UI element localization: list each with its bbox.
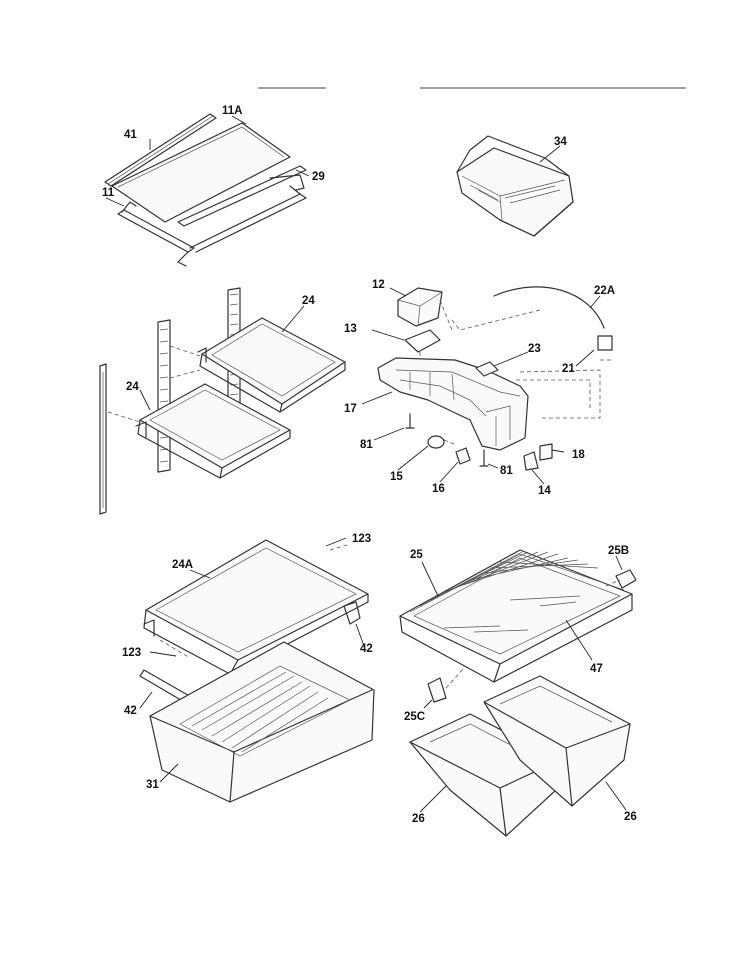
callout-11: 11 xyxy=(102,187,115,199)
adjustable-shelves xyxy=(99,287,346,515)
callout-16: 16 xyxy=(432,483,445,495)
leader-lines xyxy=(105,115,627,813)
crisper-cover-and-pan xyxy=(139,539,375,803)
callout-12: 12 xyxy=(372,279,385,291)
control-housing-assembly xyxy=(377,286,613,471)
callout-26-left: 26 xyxy=(412,813,425,825)
callout-123-top: 123 xyxy=(352,533,371,545)
callout-15: 15 xyxy=(390,471,403,483)
callout-14: 14 xyxy=(538,485,551,497)
callout-13: 13 xyxy=(344,323,357,335)
callout-31: 31 xyxy=(146,779,159,791)
callout-17: 17 xyxy=(344,403,357,415)
callout-41: 41 xyxy=(124,129,137,141)
callout-11A: 11A xyxy=(222,105,242,117)
callout-25B: 25B xyxy=(608,545,629,557)
callout-34: 34 xyxy=(554,136,567,148)
callout-47: 47 xyxy=(590,663,603,675)
callout-42-right: 42 xyxy=(360,643,373,655)
callout-29: 29 xyxy=(312,171,325,183)
callout-123-left: 123 xyxy=(122,647,141,659)
callout-25: 25 xyxy=(410,549,423,561)
callout-81-right: 81 xyxy=(500,465,513,477)
callout-18: 18 xyxy=(572,449,585,461)
callout-24A: 24A xyxy=(172,559,193,571)
callout-42-left: 42 xyxy=(124,705,137,717)
callout-22A: 22A xyxy=(594,285,615,297)
crisper-cover-and-bins xyxy=(399,549,637,837)
callout-26-right: 26 xyxy=(624,811,637,823)
callout-labels: 41 11A 29 11 34 12 22A 13 23 21 17 81 81… xyxy=(102,105,637,825)
callout-81-left: 81 xyxy=(360,439,373,451)
glass-shelf-assembly xyxy=(104,113,307,267)
callout-23: 23 xyxy=(528,343,541,355)
callout-25C: 25C xyxy=(404,711,425,723)
callout-24-upper: 24 xyxy=(302,295,315,307)
callout-24-lower: 24 xyxy=(126,381,139,393)
callout-21: 21 xyxy=(562,363,575,375)
deli-bin xyxy=(456,135,574,237)
